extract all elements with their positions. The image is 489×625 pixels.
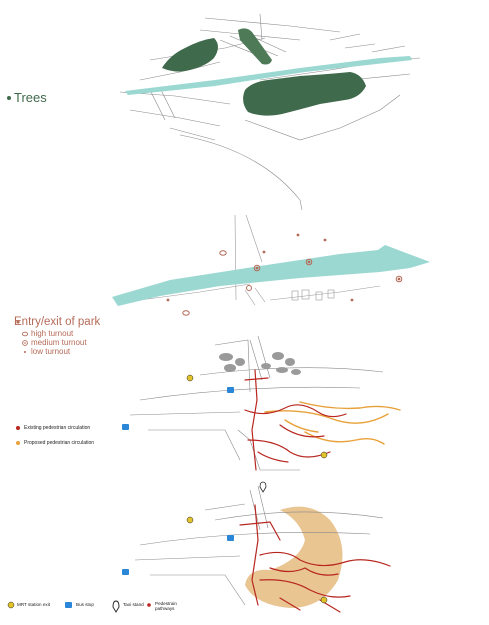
high-turnout-label: high turnout — [31, 329, 74, 338]
legend-taxi-label: Taxi stand — [123, 602, 144, 607]
entry-points — [166, 233, 403, 316]
tree-cluster-left — [162, 38, 218, 72]
proposed-circulation-label: Proposed pedestrian circulation — [24, 440, 95, 446]
existing-circulation-dot — [16, 426, 20, 430]
medium-turnout-dot — [24, 342, 26, 344]
mrt-icon — [7, 601, 15, 609]
low-turnout-symbol — [24, 351, 26, 353]
tree-cluster-right — [243, 72, 366, 116]
legend-pathways-label: Pedestrain pathways — [155, 601, 177, 612]
blocks-grid-1 — [219, 352, 301, 375]
proposed-zone — [245, 506, 343, 608]
taxi-stand — [259, 481, 267, 493]
taxi-icon — [112, 600, 120, 613]
trees-label: Trees — [14, 90, 47, 105]
proposal-map — [134, 485, 384, 606]
low-turnout-label: low turnout — [31, 347, 71, 356]
tree-cluster-corridor — [238, 28, 272, 65]
bus-icon — [65, 602, 72, 608]
bus-stops-2 — [122, 535, 234, 575]
existing-paths-1 — [244, 369, 347, 471]
entry-map — [139, 214, 381, 306]
medium-turnout-symbol — [22, 340, 28, 346]
existing-paths-2 — [239, 504, 391, 613]
river-trees-panel — [125, 56, 412, 95]
entry-title: Entry/exit of park — [14, 316, 101, 328]
high-turnout-symbol — [21, 331, 29, 337]
proposed-paths-1 — [264, 401, 401, 445]
medium-turnout-label: medium turnout — [31, 338, 87, 347]
mrt-exits-2 — [186, 516, 328, 604]
existing-circulation-label: Existing pedestrian circulation — [24, 425, 91, 431]
mrt-exits-1 — [186, 374, 328, 459]
dot-icon — [147, 603, 151, 607]
entry-bullet — [16, 320, 20, 324]
proposed-circulation-dot — [16, 441, 20, 445]
bus-stops-1 — [122, 387, 234, 430]
legend-bus-label: Bus stop — [76, 602, 94, 607]
trees-bullet — [7, 96, 11, 100]
legend-mrt-label: MRT station exit — [17, 602, 51, 607]
river-entry-panel — [112, 245, 430, 306]
